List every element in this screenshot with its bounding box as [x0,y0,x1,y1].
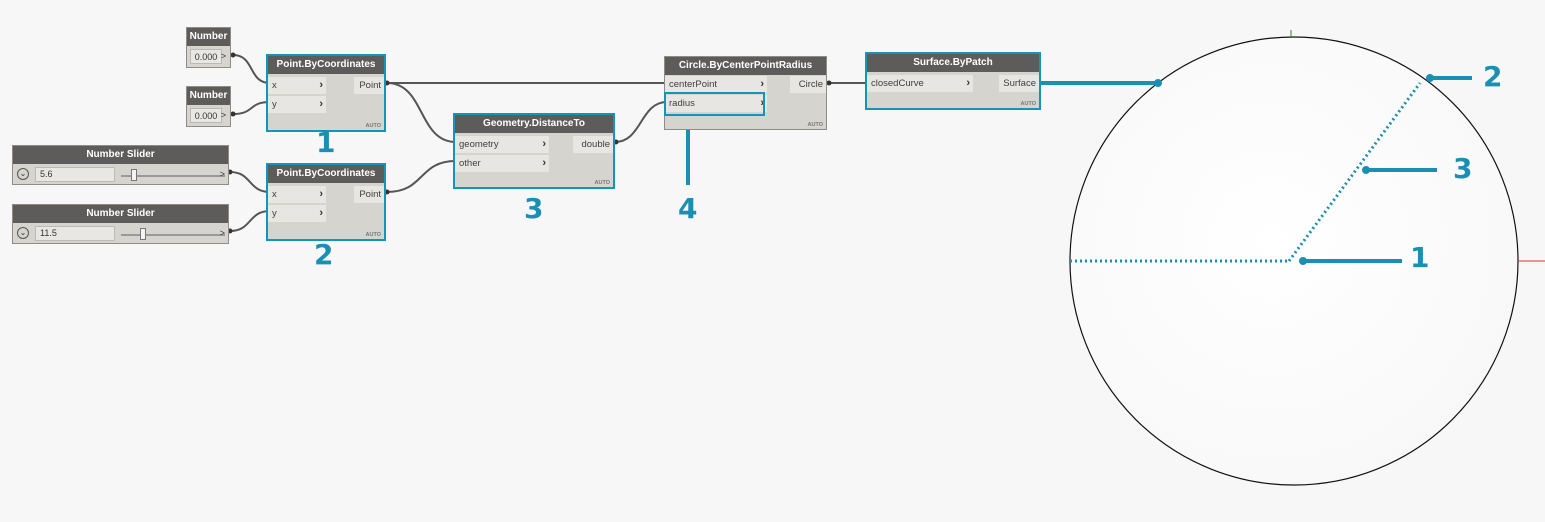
input-port-x[interactable]: x› [268,77,326,94]
port-chevron-icon: › [542,157,546,169]
node-title: Point.ByCoordinates [268,56,384,74]
port-chevron-icon: › [319,188,323,200]
node-title: Geometry.DistanceTo [455,115,613,133]
port-label: y [272,208,277,219]
lacing-indicator: AUTO [365,123,381,129]
wire-point2-to-other [386,160,457,193]
wire-double-to-radius [614,101,668,143]
port-chevron-icon: › [542,138,546,150]
radius-port-highlight [664,92,765,116]
callout-point1: 1 [316,126,336,159]
number-slider-node-1[interactable]: Number Slider ⌄ 5.6 > [12,145,229,185]
port-chevron-icon: › [760,78,764,90]
lacing-indicator: AUTO [807,122,823,128]
port-label: x [272,80,277,91]
node-title: Number [187,28,230,46]
node-title: Number Slider [13,146,228,164]
distance-dotted-line [1287,82,1422,262]
input-port-closedcurve[interactable]: closedCurve › [867,75,973,92]
circle-bycenterpointradius-node[interactable]: Circle.ByCenterPointRadius centerPoint› … [664,56,827,130]
lacing-indicator: AUTO [365,232,381,238]
wire-slider1-to-point2-x [229,171,271,193]
slider-thumb[interactable] [131,169,137,181]
input-port-radius[interactable]: radius › [665,95,767,112]
port-label: y [272,99,277,110]
expand-chevron-icon[interactable]: ⌄ [17,168,29,180]
output-port-surface[interactable]: Surface [999,75,1039,92]
port-label: other [459,158,481,169]
port-chevron-icon: › [760,97,764,109]
slider-value[interactable]: 5.6 [35,167,115,182]
output-port-circle[interactable]: Circle [790,76,826,93]
point-bycoordinates-node-1[interactable]: Point.ByCoordinates x› y› Point AUTO [266,54,386,132]
output-port-double[interactable]: double [573,136,613,153]
port-chevron-icon: › [319,207,323,219]
port-chevron-icon: › [319,98,323,110]
node-title: Surface.ByPatch [867,54,1039,72]
input-port-other[interactable]: other › [455,155,549,172]
point-bycoordinates-node-2[interactable]: Point.ByCoordinates x› y› Point AUTO [266,163,386,241]
callout-radius: 4 [678,192,698,225]
lacing-indicator: AUTO [1020,101,1036,107]
geometry-distanceto-node[interactable]: Geometry.DistanceTo geometry › other › dou… [453,113,615,189]
wire-number1-to-point1-x [232,54,271,84]
callout-viz-distance: 3 [1453,152,1473,185]
callout-distance: 3 [524,192,544,225]
output-port-arrow[interactable]: > [220,110,227,120]
port-label: geometry [459,139,499,150]
output-port-arrow[interactable]: > [220,51,227,61]
slider-value[interactable]: 11.5 [35,226,115,241]
callout-viz-edge: 2 [1483,60,1503,93]
lacing-indicator: AUTO [594,180,610,186]
slider-track[interactable] [121,234,225,236]
number-input[interactable]: 0.000 [190,108,222,123]
expand-chevron-icon[interactable]: ⌄ [17,227,29,239]
output-port-point[interactable]: Point [354,77,384,94]
callout-viz-center: 1 [1410,241,1430,274]
input-port-y[interactable]: y› [268,205,326,222]
node-title: Number Slider [13,205,228,223]
slider-thumb[interactable] [140,228,146,240]
output-port-arrow[interactable]: > [219,169,225,179]
slider-track[interactable] [121,175,225,177]
port-label: closedCurve [871,78,924,89]
number-node-1[interactable]: Number 0.000 > [186,27,231,68]
node-title: Circle.ByCenterPointRadius [665,57,826,75]
surface-disc [1069,36,1519,486]
port-label: centerPoint [669,79,718,90]
output-port-point[interactable]: Point [354,186,384,203]
port-chevron-icon: › [319,79,323,91]
node-title: Number [187,87,230,105]
number-slider-node-2[interactable]: Number Slider ⌄ 11.5 > [12,204,229,244]
number-node-2[interactable]: Number 0.000 > [186,86,231,127]
wire-point1-to-geometry [386,82,457,143]
node-title: Point.ByCoordinates [268,165,384,183]
input-port-y[interactable]: y› [268,96,326,113]
wire-slider2-to-point2-y [229,210,271,232]
wire-number2-to-point1-y [232,101,271,115]
output-port-arrow[interactable]: > [219,228,225,238]
number-input[interactable]: 0.000 [190,49,222,64]
port-label: x [272,189,277,200]
input-port-x[interactable]: x› [268,186,326,203]
input-port-geometry[interactable]: geometry › [455,136,549,153]
port-chevron-icon: › [966,77,970,89]
surface-bypatch-node[interactable]: Surface.ByPatch closedCurve › Surface AUT… [865,52,1041,110]
port-label: radius [669,98,695,109]
callout-point2: 2 [314,238,334,271]
input-port-centerpoint[interactable]: centerPoint › [665,76,767,93]
